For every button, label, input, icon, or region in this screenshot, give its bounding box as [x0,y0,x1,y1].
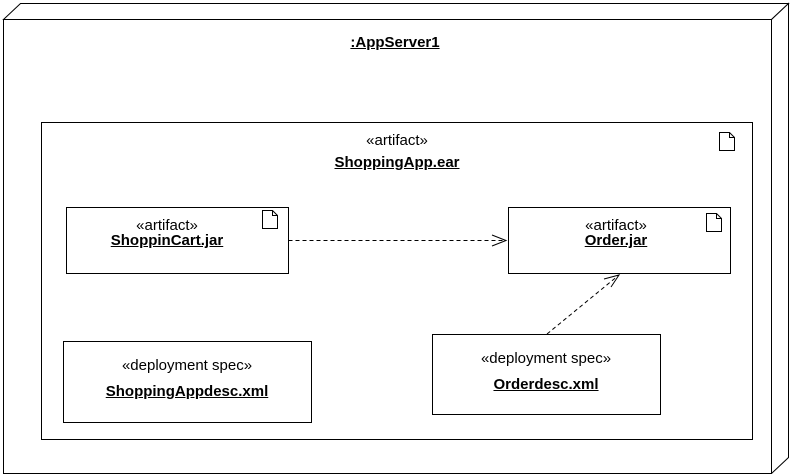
node-title: :AppServer1 [350,34,440,51]
shoppincart-name: ShoppinCart.jar [110,232,224,249]
shoppingappdesc-name: ShoppingAppdesc.xml [105,383,269,400]
outer-artifact-stereotype: «artifact» [366,132,428,149]
dependency-shoppincart-to-order [288,234,508,247]
shoppingappdesc-stereotype: «deployment spec» [121,357,253,374]
order-document-icon [706,213,722,232]
artifact-box-order [508,207,731,274]
deployment-spec-box-orderdesc [432,334,661,415]
outer-artifact-box [41,122,753,440]
artifact-box-shoppincart [66,207,289,274]
dependency-orderdesc-to-order [546,274,621,335]
outer-artifact-document-icon [719,132,735,151]
shoppincart-stereotype: «artifact» [136,217,198,234]
deployment-spec-box-shoppingappdesc [63,341,312,423]
order-stereotype: «artifact» [585,217,647,234]
order-name: Order.jar [584,232,648,249]
orderdesc-name: Orderdesc.xml [493,376,599,393]
outer-artifact-name: ShoppingApp.ear [334,154,460,171]
orderdesc-stereotype: «deployment spec» [480,350,612,367]
shoppincart-document-icon [262,210,278,229]
